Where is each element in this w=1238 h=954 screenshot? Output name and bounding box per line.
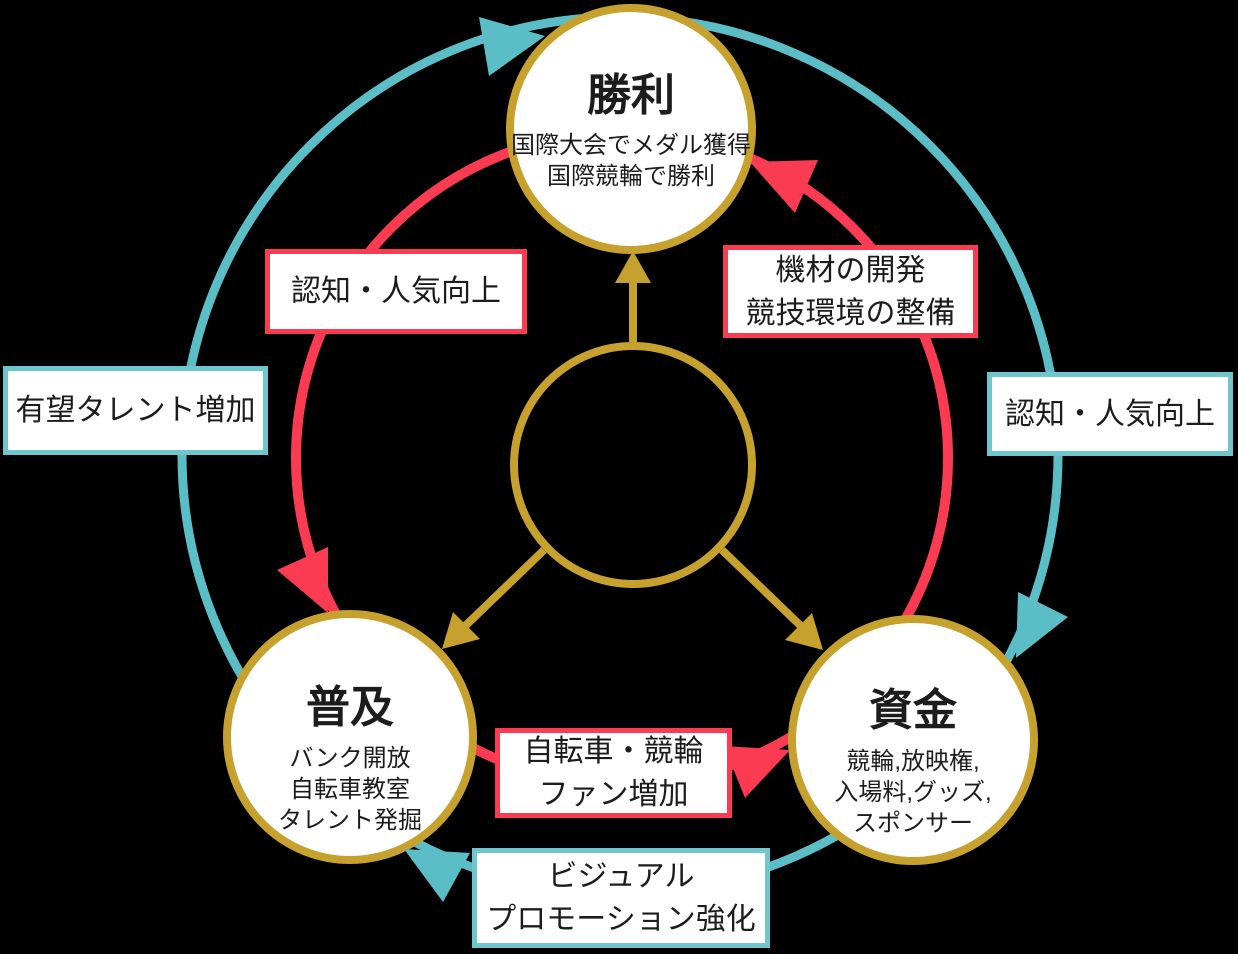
node-funds: 資金 競輪,放映権, 入場料,グッズ, スポンサー — [788, 615, 1038, 865]
label-talent: 有望タレント増加 — [3, 366, 268, 455]
label-text: ファン増加 — [538, 778, 689, 811]
label-fans: 自転車・競輪 ファン増加 — [495, 728, 732, 818]
label-text: 認知・人気向上 — [1005, 397, 1215, 431]
label-text: 認知・人気向上 — [291, 275, 501, 308]
node-funds-line: スポンサー — [853, 809, 973, 837]
label-recognition-outer: 認知・人気向上 — [987, 372, 1233, 456]
hub-ring — [510, 342, 756, 588]
node-victory: 勝利 国際大会でメダル獲得 国際競輪で勝利 — [506, 6, 756, 256]
label-visual-promotion: ビジュアル プロモーション強化 — [472, 848, 770, 948]
inner-arrow-to-spread-icon — [277, 547, 328, 613]
node-circle-spread — [223, 610, 477, 864]
label-recognition-inner: 認知・人気向上 — [265, 249, 527, 334]
inner-arrow-to-victory-icon — [750, 160, 818, 213]
label-text: ビジュアル — [547, 860, 695, 893]
label-text: 有望タレント増加 — [15, 394, 256, 427]
label-text: 機材の開発 — [775, 253, 926, 287]
node-circle-victory — [506, 4, 756, 254]
node-circle-funds — [788, 615, 1038, 865]
node-spread-line: バンク開放 — [289, 744, 411, 772]
node-funds-line: 競輪,放映権, — [846, 747, 980, 775]
outer-arrow-to-spread-icon — [404, 849, 470, 902]
label-text: プロモーション強化 — [486, 903, 756, 936]
node-victory-title: 勝利 — [587, 70, 675, 120]
node-victory-line: 国際競輪で勝利 — [547, 163, 715, 191]
node-funds-title: 資金 — [869, 686, 957, 736]
inner-arrow-to-funds-icon — [724, 746, 790, 798]
hub-arrow-up-head-icon — [615, 251, 651, 283]
label-text: 自転車・競輪 — [523, 735, 704, 768]
hub-arrow-left-head-icon — [442, 612, 480, 649]
node-spread-title: 普及 — [306, 683, 394, 733]
label-text: 競技環境の整備 — [745, 296, 956, 330]
node-spread-line: タレント発掘 — [278, 806, 422, 834]
node-victory-line: 国際大会でメダル獲得 — [511, 132, 751, 160]
node-spread: 普及 バンク開放 自転車教室 タレント発掘 — [225, 612, 475, 862]
label-equipment: 機材の開発 競技環境の整備 — [723, 245, 978, 338]
node-spread-line: 自転車教室 — [290, 775, 410, 803]
node-funds-line: 入場料,グッズ, — [834, 778, 992, 806]
outer-arrow-to-victory-icon — [479, 17, 545, 76]
hub-arrow-left-shaft — [459, 547, 547, 632]
hub-arrow-right-head-icon — [785, 613, 823, 650]
outer-arrow-to-funds-icon — [1016, 592, 1068, 658]
hub-arrow-right-shaft — [719, 547, 807, 632]
